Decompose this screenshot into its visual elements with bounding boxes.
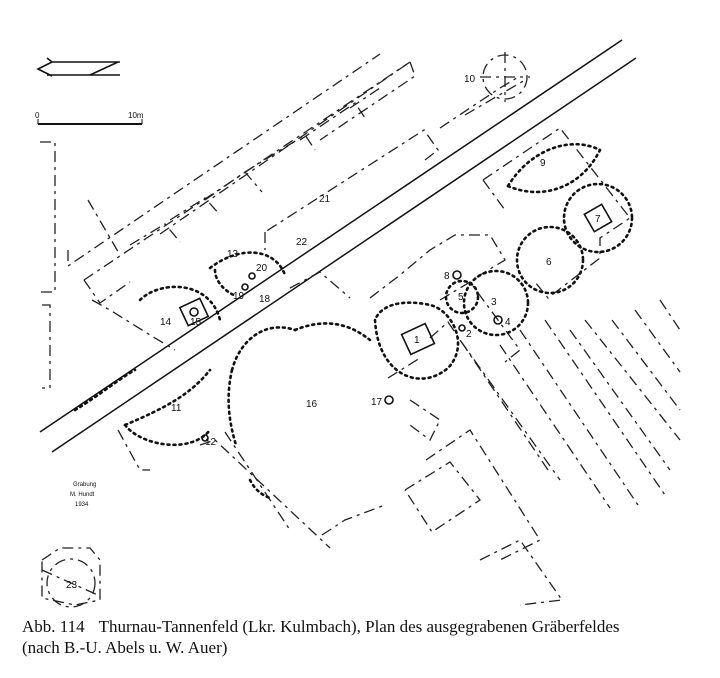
trench-outlines-upper bbox=[40, 53, 526, 389]
trench-outlines-right bbox=[369, 127, 681, 606]
grave-label-4: 4 bbox=[505, 317, 511, 328]
grave-label-5: 5 bbox=[458, 292, 464, 303]
excavation-note-line2: M. Hundt bbox=[70, 492, 95, 498]
grave-label-7: 7 bbox=[595, 214, 601, 225]
figure-caption: Abb. 114 Thurnau-Tannenfeld (Lkr. Kulmbac… bbox=[22, 616, 702, 658]
excavation-note-line1: Grabung bbox=[73, 482, 96, 488]
tumuli bbox=[41, 52, 530, 608]
grave-label-9: 9 bbox=[540, 158, 546, 169]
site-plan: 0 10m bbox=[35, 39, 681, 608]
grave-label-12: 12 bbox=[205, 437, 217, 448]
scale-start-label: 0 bbox=[35, 111, 40, 120]
grave-label-10: 10 bbox=[464, 74, 476, 85]
grave-label-13: 13 bbox=[227, 249, 239, 260]
caption-text-line1: Thurnau-Tannenfeld (Lkr. Kulmbach), Plan… bbox=[98, 617, 620, 636]
grave-label-19: 19 bbox=[233, 291, 245, 302]
road bbox=[39, 39, 637, 453]
grave-label-21: 21 bbox=[319, 194, 331, 205]
excavation-note: Grabung M. Hundt 1934 bbox=[70, 482, 96, 508]
stone-circles bbox=[73, 142, 634, 500]
caption-line-1: Abb. 114 Thurnau-Tannenfeld (Lkr. Kulmbac… bbox=[22, 616, 702, 637]
north-arrow-icon bbox=[36, 57, 120, 77]
grave-label-8: 8 bbox=[444, 271, 450, 282]
grave-label-20: 20 bbox=[256, 263, 268, 274]
trench-outlines-lower bbox=[41, 271, 386, 606]
grave-label-22: 22 bbox=[296, 237, 308, 248]
grave-label-15: 15 bbox=[190, 317, 202, 328]
scale-bar: 0 10m bbox=[35, 111, 144, 125]
grave-label-11: 11 bbox=[171, 403, 182, 414]
grave-label-2: 2 bbox=[466, 329, 472, 340]
grave-label-16: 16 bbox=[306, 399, 318, 410]
figure-number: Abb. 114 bbox=[22, 617, 85, 636]
grave-label-18: 18 bbox=[259, 294, 271, 305]
grave-label-3: 3 bbox=[491, 297, 497, 308]
excavation-note-line3: 1934 bbox=[75, 502, 89, 508]
grave-chambers bbox=[178, 203, 613, 442]
grave-label-1: 1 bbox=[414, 335, 420, 346]
scale-end-label: 10m bbox=[128, 111, 144, 120]
grave-label-23: 23 bbox=[66, 580, 78, 591]
grave-labels: 1 2 3 4 5 6 7 8 9 10 11 12 13 14 15 16 1… bbox=[66, 74, 601, 591]
grave-label-6: 6 bbox=[546, 257, 552, 268]
caption-text-line2: (nach B.-U. Abels u. W. Auer) bbox=[22, 638, 228, 657]
grave-label-17: 17 bbox=[371, 397, 383, 408]
grave-label-14: 14 bbox=[160, 317, 172, 328]
